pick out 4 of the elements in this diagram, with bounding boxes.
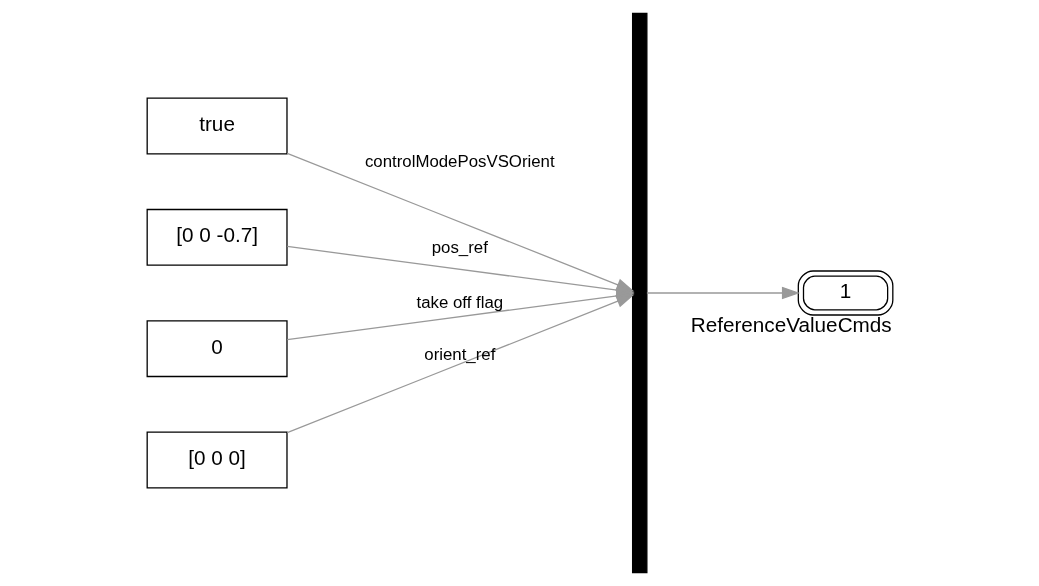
edge-label: orient_ref [423, 344, 495, 364]
edge-label: pos_ref [431, 238, 488, 258]
edge-label: controlModePosVSOrient [364, 151, 555, 171]
edge-label: take off flag [415, 292, 503, 312]
